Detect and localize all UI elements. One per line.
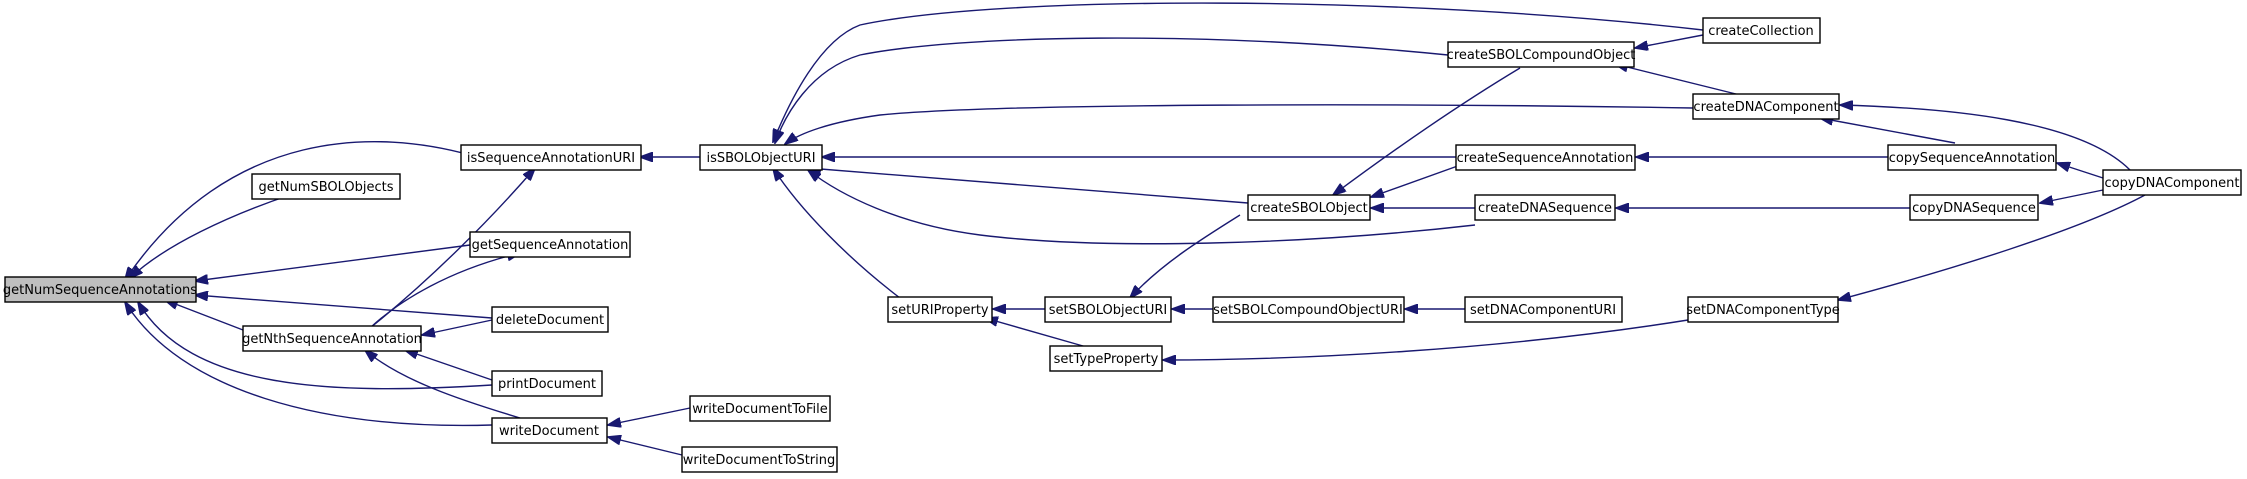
node-createDNASequence[interactable]: createDNASequence xyxy=(1474,194,1616,221)
node-label: isSBOLObjectURI xyxy=(706,151,815,166)
node-label: copyDNASequence xyxy=(1912,201,2036,216)
node-label: setSBOLCompoundObjectURI xyxy=(1213,303,1403,318)
node-copyDNASequence[interactable]: copyDNASequence xyxy=(1909,194,2039,221)
node-createSequenceAnnotation[interactable]: createSequenceAnnotation xyxy=(1455,144,1636,171)
node-label: createSBOLObject xyxy=(1250,201,1368,216)
node-label: createSBOLCompoundObject xyxy=(1447,48,1636,63)
edge-copyDNAComp-createDNAComp xyxy=(1840,105,2131,171)
node-getSequenceAnnotation[interactable]: getSequenceAnnotation xyxy=(469,231,631,258)
edge-deleteDoc-root xyxy=(195,295,493,319)
edge-createCompound-createSBOL xyxy=(1333,67,1521,195)
node-label: setSBOLObjectURI xyxy=(1049,303,1168,318)
node-setSBOLObjectURI[interactable]: setSBOLObjectURI xyxy=(1044,296,1172,323)
edge-getNth-getSeqAnn xyxy=(369,253,520,329)
edge-createSeqAnn-createSBOL xyxy=(1371,162,1467,197)
edge-createCollection-createCompound xyxy=(1635,34,1704,48)
edge-deleteDoc-getNth xyxy=(422,319,493,335)
node-label: writeDocumentToString xyxy=(683,453,836,468)
node-setSBOLCompoundObjectURI[interactable]: setSBOLCompoundObjectURI xyxy=(1212,296,1405,323)
node-label: createCollection xyxy=(1708,24,1814,39)
node-writeDocumentToFile[interactable]: writeDocumentToFile xyxy=(689,395,831,422)
node-deleteDocument[interactable]: deleteDocument xyxy=(491,306,609,333)
node-setURIProperty[interactable]: setURIProperty xyxy=(887,296,993,323)
node-label: deleteDocument xyxy=(496,313,604,328)
node-setDNAComponentURI[interactable]: setDNAComponentURI xyxy=(1464,296,1623,323)
node-getNumSequenceAnnotations[interactable]: getNumSequenceAnnotations xyxy=(3,276,197,303)
node-copyDNAComponent[interactable]: copyDNAComponent xyxy=(2102,169,2242,196)
edge-copyDNAComp-setDNACompType xyxy=(1838,194,2146,300)
edge-createDNAComp-createCompound xyxy=(1615,64,1741,96)
node-label: copySequenceAnnotation xyxy=(1889,151,2055,166)
edge-getNth-root xyxy=(165,300,244,331)
node-label: writeDocument xyxy=(499,424,599,439)
edge-writeString-writeDoc xyxy=(608,437,683,456)
node-label: createSequenceAnnotation xyxy=(1457,151,1634,166)
edge-writeDoc-getNth xyxy=(365,350,521,419)
node-label: setTypeProperty xyxy=(1054,352,1159,367)
node-setTypeProperty[interactable]: setTypeProperty xyxy=(1049,345,1163,372)
node-createCollection[interactable]: createCollection xyxy=(1702,17,1821,44)
node-getNumSBOLObjects[interactable]: getNumSBOLObjects xyxy=(251,173,401,200)
node-isSBOLObjectURI[interactable]: isSBOLObjectURI xyxy=(699,144,823,171)
node-label: setDNAComponentType xyxy=(1686,303,1840,318)
edge-writeDoc-root xyxy=(125,302,493,427)
edge-createSBOL-setSBOLURI xyxy=(1130,214,1241,298)
node-printDocument[interactable]: printDocument xyxy=(491,370,603,397)
edge-createDNASeq-isSBOLURI xyxy=(808,170,1476,245)
node-label: writeDocumentToFile xyxy=(692,402,827,417)
edge-copyDNAComp-copySeqAnn xyxy=(2057,163,2104,179)
nodes: getNumSequenceAnnotations isSequenceAnno… xyxy=(3,17,2242,473)
node-createSBOLObject[interactable]: createSBOLObject xyxy=(1247,194,1371,221)
node-writeDocument[interactable]: writeDocument xyxy=(491,417,608,444)
edge-writeFile-writeDoc xyxy=(608,407,691,425)
edge-printDoc-getNth xyxy=(405,350,493,381)
edge-createSBOL-isSBOLURI xyxy=(808,168,1249,204)
node-label: getNthSequenceAnnotation xyxy=(242,332,422,347)
edge-setURIProp-isSBOLURI xyxy=(773,168,901,299)
node-getNthSequenceAnnotation[interactable]: getNthSequenceAnnotation xyxy=(242,325,422,352)
node-label: createDNASequence xyxy=(1478,201,1612,216)
node-label: setURIProperty xyxy=(891,303,989,318)
edge-isSeqAnnURI-root xyxy=(125,141,471,280)
edge-copySeqAnn-createDNAComp xyxy=(1820,118,1956,144)
node-label: isSequenceAnnotationURI xyxy=(467,151,635,166)
edge-createDNAComp-isSBOLURI xyxy=(785,104,1694,144)
node-label: setDNAComponentURI xyxy=(1470,303,1616,318)
node-label: getNumSBOLObjects xyxy=(258,180,393,195)
edge-getSeqAnn-root xyxy=(195,244,471,281)
edge-setTypeProp-setURIProp xyxy=(985,318,1091,349)
node-setDNAComponentType[interactable]: setDNAComponentType xyxy=(1686,296,1840,323)
node-writeDocumentToString[interactable]: writeDocumentToString xyxy=(681,446,838,473)
node-label: printDocument xyxy=(498,377,596,392)
node-createDNAComponent[interactable]: createDNAComponent xyxy=(1692,93,1840,120)
node-label: getNumSequenceAnnotations xyxy=(3,283,197,298)
node-copySequenceAnnotation[interactable]: copySequenceAnnotation xyxy=(1887,144,2057,171)
node-label: createDNAComponent xyxy=(1693,100,1838,115)
edge-copyDNAComp-copyDNASeq xyxy=(2040,189,2104,203)
edge-setDNACompType-setTypeProp xyxy=(1163,319,1689,360)
node-label: copyDNAComponent xyxy=(2105,176,2240,191)
node-label: getSequenceAnnotation xyxy=(472,238,629,253)
node-isSequenceAnnotationURI[interactable]: isSequenceAnnotationURI xyxy=(460,144,642,171)
edges xyxy=(125,2,2146,456)
node-createSBOLCompoundObject[interactable]: createSBOLCompoundObject xyxy=(1447,41,1636,68)
edge-getNumSBOL-root xyxy=(130,194,291,278)
edge-printDoc-root xyxy=(138,302,493,390)
edge-createCollection-isSBOLURI xyxy=(773,2,1704,142)
edge-createCompound-isSBOLURI xyxy=(775,37,1449,143)
